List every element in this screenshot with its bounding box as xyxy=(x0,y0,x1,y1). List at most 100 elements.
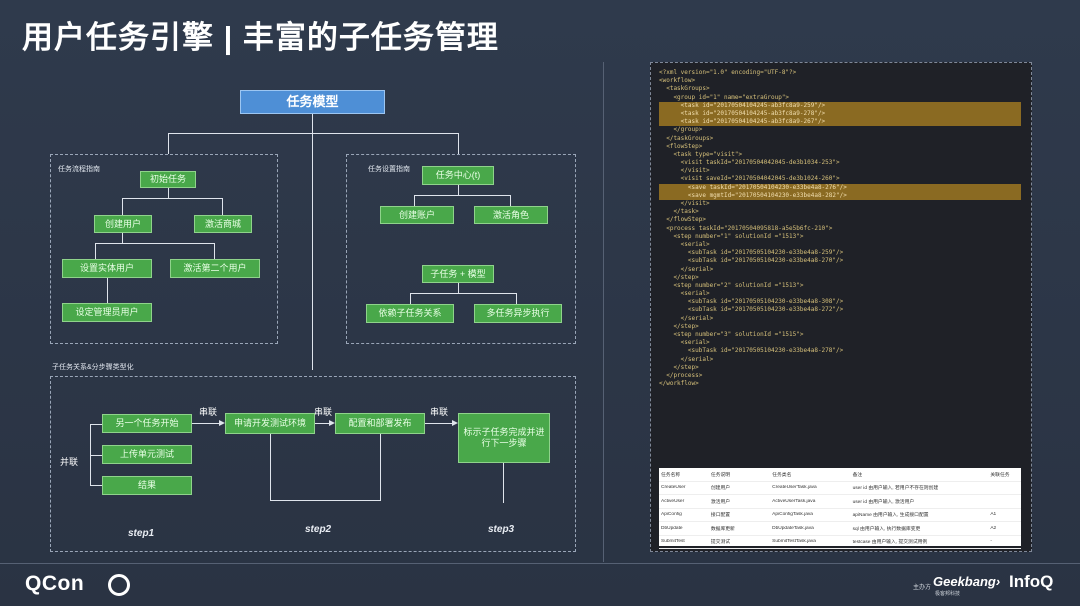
xml-line: <group id="1" name="extraGroup"> xyxy=(659,93,790,101)
node-activate-second-user: 激活第二个用户 xyxy=(170,259,260,278)
table-cell: DbUpdateTask.java xyxy=(772,525,814,531)
connector xyxy=(214,243,215,259)
xml-line: </serial> xyxy=(659,265,714,273)
xml-line: </task> xyxy=(659,208,699,216)
connector xyxy=(222,198,223,215)
root-node: 任务模型 xyxy=(240,90,385,114)
table-cell: 数据库更新 xyxy=(710,526,735,532)
node-series-3: 标示子任务完成并进行下一步骤 xyxy=(458,413,550,463)
table-cell: SubmitTestTask.java xyxy=(772,539,816,545)
vertical-divider xyxy=(603,62,604,562)
node-async-exec: 多任务异步执行 xyxy=(474,304,562,323)
xml-line: </step> xyxy=(659,363,699,371)
xml-line: <task id="20170504104245-ab3fc8a9-267"/> xyxy=(659,118,1021,127)
node-set-entity-user: 设置实体用户 xyxy=(62,259,152,278)
connector xyxy=(168,133,459,134)
table-cell: 创建用户 xyxy=(710,486,731,492)
node-set-admin-user: 设定管理员用户 xyxy=(62,303,152,322)
series-label-1: 串联 xyxy=(199,407,218,417)
node-task-center: 任务中心(t) xyxy=(422,166,494,185)
organizer-label: 主办方 xyxy=(913,585,932,591)
xml-line: <step number="2" solutionId ="1513"> xyxy=(659,281,804,289)
node-initial-task: 初始任务 xyxy=(140,171,196,188)
table-cell: apiName 由用户输入, 生成接口配置 xyxy=(852,513,929,519)
bottom-section-label: 子任务关系&分步骤类型化 xyxy=(52,364,134,371)
left-section-label: 任务流程指南 xyxy=(58,166,100,173)
left-section xyxy=(50,154,278,344)
xml-line: </taskGroups> xyxy=(659,134,714,142)
node-parallel-1: 另一个任务开始 xyxy=(102,414,192,433)
xml-line: <save mgmtId="20170504104230-e33be4a8-28… xyxy=(659,191,1021,200)
node-parallel-2: 上传单元测试 xyxy=(102,445,192,464)
footer-divider xyxy=(0,563,1080,564)
table-cell: 接口配置 xyxy=(710,513,731,519)
right-section xyxy=(346,154,576,344)
series-label-2: 串联 xyxy=(314,407,333,417)
xml-line: <step number="3" solutionId ="1515"> xyxy=(659,331,804,338)
table-row: ApiConfig 接口配置 ApiConfigTask.java apiName 由… xyxy=(659,509,1021,522)
xml-line: <subTask id="20170505104230-e33be4a8-270… xyxy=(659,257,844,265)
geekbang-logo: Geekbang› xyxy=(933,574,1001,589)
table-cell: ApiConfig xyxy=(661,512,682,518)
xml-line: <taskGroups> xyxy=(659,85,710,93)
right-section-label: 任务设置指南 xyxy=(368,166,410,173)
xml-line: <serial> xyxy=(659,240,710,248)
connector xyxy=(516,293,517,304)
node-parallel-3: 结果 xyxy=(102,476,192,495)
xml-line: <subTask id="20170505104230-e33be4a8-259… xyxy=(659,249,844,257)
connector xyxy=(414,195,415,206)
infoq-logo: InfoQ xyxy=(1009,572,1054,591)
xml-line: <task id="20170504104245-ab3fc8a9-278"/> xyxy=(659,109,1021,119)
connector xyxy=(414,195,511,196)
page-title: 用户任务引擎 | 丰富的子任务管理 xyxy=(22,20,499,55)
table-cell: DbUpdate xyxy=(661,525,683,531)
node-subtask-model: 子任务 + 模型 xyxy=(422,265,494,283)
table-header-row: 任务名称任务说明任务类名备注关联任务 xyxy=(659,468,1021,482)
table-cell: 提交测试 xyxy=(710,540,731,546)
xml-line: <serial> xyxy=(659,339,710,347)
table-row: SubmitTest 提交测试 SubmitTestTask.java testcas… xyxy=(659,536,1021,549)
connector xyxy=(122,198,123,215)
table-cell: ApiConfigTask.java xyxy=(772,512,813,518)
bottom-section xyxy=(50,376,576,552)
xml-line: </workflow> xyxy=(659,380,699,388)
qcon-logo-text: QCon xyxy=(25,572,85,595)
connector xyxy=(122,198,223,199)
node-series-1: 申请开发测试环境 xyxy=(225,413,315,434)
connector xyxy=(95,243,96,259)
node-series-2: 配置和部署发布 xyxy=(335,413,425,434)
xml-line: </step> xyxy=(659,273,699,281)
series-label-3: 串联 xyxy=(430,407,449,417)
arrowhead xyxy=(329,420,335,426)
connector xyxy=(90,485,102,486)
table-cell: testcase 由用户输入, 提交测试用例 xyxy=(852,540,928,546)
connector xyxy=(90,424,102,425)
parallel-label: 并联 xyxy=(60,457,79,467)
arrow xyxy=(425,423,453,424)
connector xyxy=(168,133,169,154)
connector xyxy=(95,243,215,244)
xml-line: <subTask id="20170505104230-e33be4a8-308… xyxy=(659,298,844,306)
xml-line: <save taskId="20170504104230-e33be4a8-27… xyxy=(659,183,1021,192)
connector xyxy=(458,283,459,293)
connector xyxy=(122,233,123,243)
xml-line: </serial> xyxy=(659,314,714,322)
connector xyxy=(458,185,459,195)
connector xyxy=(380,434,381,500)
xml-line: <workflow> xyxy=(659,77,696,85)
table-cell: A2 xyxy=(990,525,997,531)
xml-line: </step> xyxy=(659,322,699,330)
connector xyxy=(270,500,381,501)
table-cell: CreateUser xyxy=(661,485,686,491)
xml-line: </visit> xyxy=(659,167,710,175)
connector xyxy=(410,293,411,304)
xml-line: <visit saveId="20170504042045-de3b1024-2… xyxy=(659,175,840,183)
xml-line: </serial> xyxy=(659,355,714,363)
table-cell: SubmitTest xyxy=(661,539,685,545)
node-activate-role: 激活角色 xyxy=(474,206,548,224)
connector xyxy=(168,188,169,198)
xml-line: </process> xyxy=(659,371,703,379)
